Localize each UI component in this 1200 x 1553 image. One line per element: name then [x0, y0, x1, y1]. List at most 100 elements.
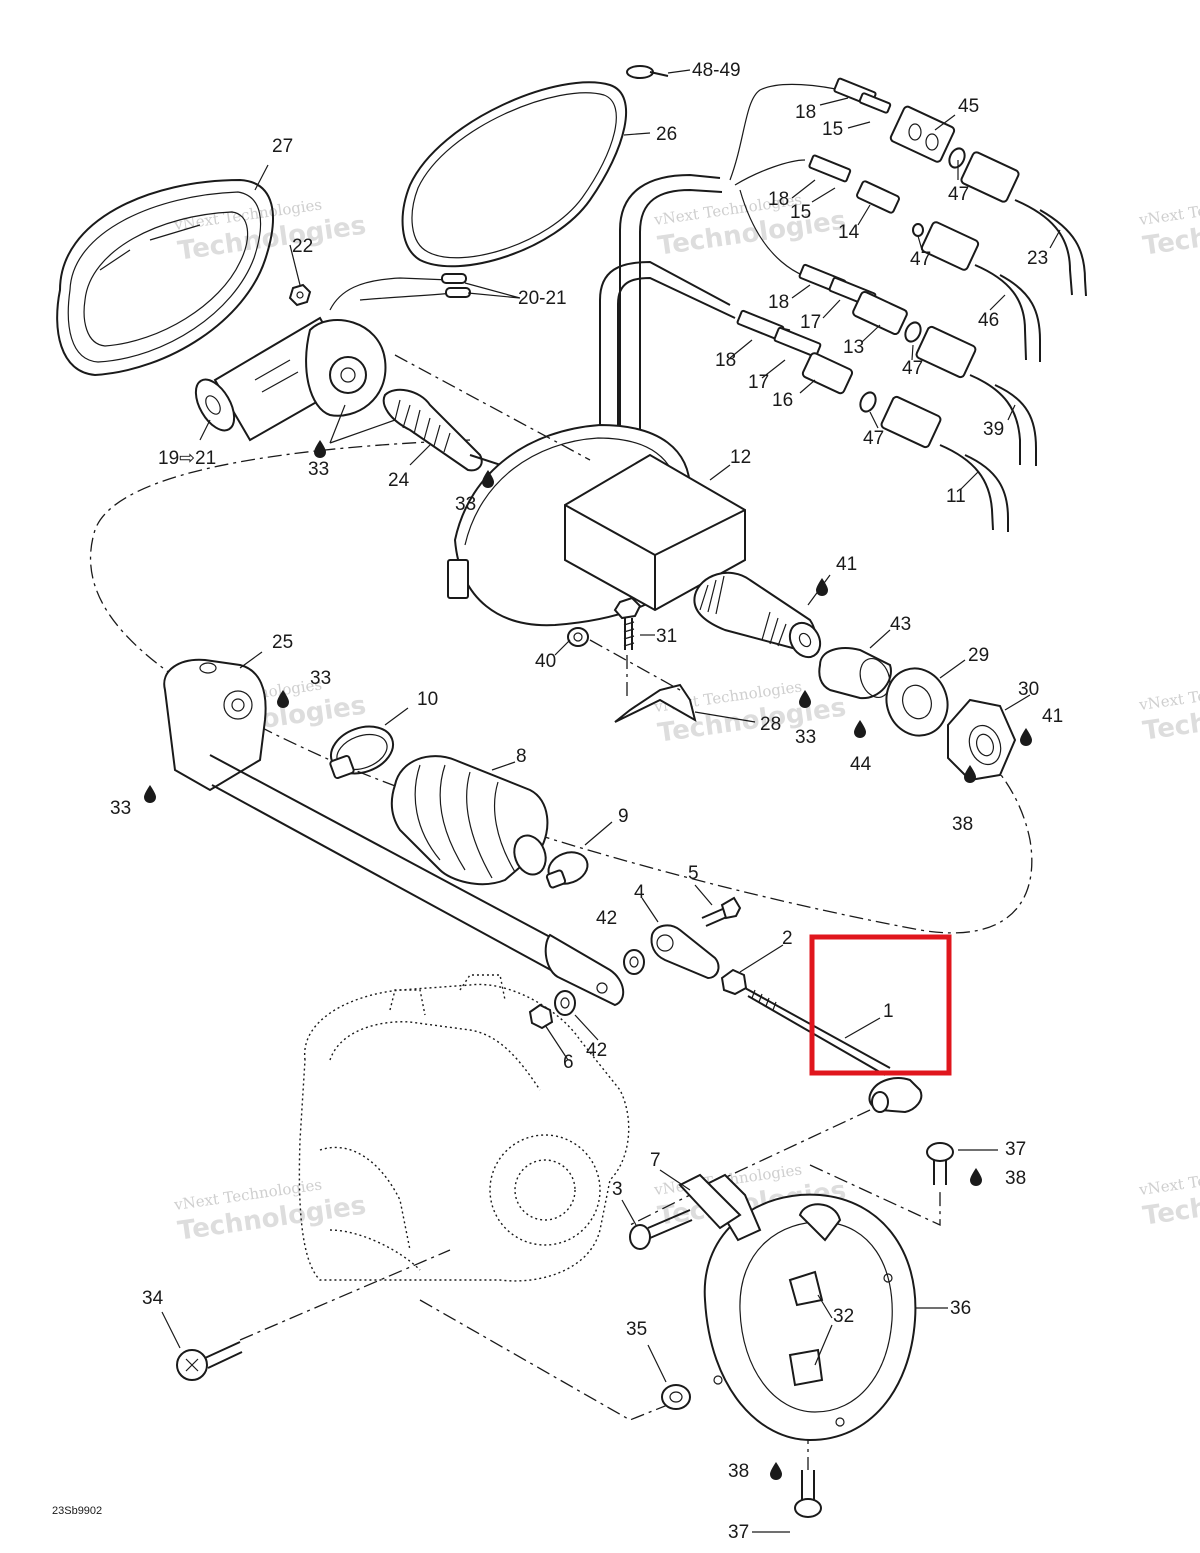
oil-drop-icon: [770, 1462, 782, 1480]
callout-30: 30: [1018, 679, 1039, 700]
connector-part-14: [856, 180, 900, 214]
callout-41: 41: [836, 554, 857, 575]
callout-38: 38: [952, 814, 973, 835]
bolt-part-34: [176, 1341, 243, 1381]
callout-16: 16: [772, 390, 793, 411]
callout-24: 24: [388, 470, 410, 491]
jet-pump-housing-dotted: [298, 974, 630, 1282]
callout-33: 33: [795, 727, 816, 748]
watermark-text: vNext Technologies: [1137, 1160, 1200, 1199]
callout-46: 46: [978, 310, 999, 331]
seal-part-47: [859, 147, 966, 413]
oil-drop-icon: [277, 690, 289, 708]
grommet-part-35: [661, 1384, 691, 1410]
nut-part-6: [528, 1003, 554, 1030]
connector-part-18-17-13: [798, 263, 908, 336]
callout-23: 23: [1027, 248, 1048, 269]
callout-44: 44: [850, 754, 872, 775]
leader-dash: [419, 1299, 681, 1421]
callout-37: 37: [1005, 1139, 1026, 1160]
callout-25: 25: [272, 632, 293, 653]
callout-34: 34: [142, 1288, 164, 1309]
callout-33: 33: [310, 668, 331, 689]
callout-38: 38: [1005, 1168, 1026, 1189]
bracket-part-7: [678, 1173, 742, 1230]
leader-dash: [394, 354, 591, 461]
connector-part-18-17-16: [736, 309, 854, 395]
housing-part-12: [447, 423, 822, 659]
oil-drop-icon: [816, 578, 828, 596]
sleeve-part-43: [818, 647, 892, 700]
clamp-part-9: [545, 851, 589, 889]
connector-part-11-end: [880, 395, 1009, 532]
callout-12: 12: [730, 447, 751, 468]
worm-gear-part-24: [382, 388, 511, 472]
oil-drop-icon: [314, 440, 326, 458]
callout-41: 41: [1042, 706, 1063, 727]
wire-terminal: [445, 287, 471, 298]
callout-37: 37: [728, 1522, 749, 1543]
callout-13: 13: [843, 337, 864, 358]
callout-8: 8: [516, 746, 527, 767]
callout-39: 39: [983, 419, 1004, 440]
grommet-part-40: [567, 627, 589, 647]
leader-dash: [239, 1249, 451, 1341]
rod-part-1: [744, 987, 891, 1076]
oil-drop-icon: [144, 785, 156, 803]
belt-part-26: [401, 81, 628, 268]
nut-part-22: [288, 283, 312, 307]
watermark-text: vNext Technologies: [1137, 675, 1200, 714]
callout-7: 7: [650, 1150, 661, 1171]
callout-10: 10: [417, 689, 438, 710]
leader-dash: [809, 1164, 941, 1227]
nut-part-30: [947, 698, 1017, 782]
callout-22: 22: [292, 236, 313, 257]
wire-harness: [599, 83, 851, 490]
callout-47: 47: [902, 358, 923, 379]
callout-33: 33: [110, 798, 131, 819]
wire-part-20-21: [329, 277, 456, 311]
callout-1: 1: [883, 1001, 894, 1022]
oil-drop-icon: [854, 720, 866, 738]
connector-part-45: [889, 105, 956, 163]
callout-18: 18: [795, 102, 816, 123]
washer-part-29: [885, 667, 949, 737]
callout-18: 18: [715, 350, 736, 371]
callout-48-49: 48-49: [692, 60, 741, 81]
connector-part-39-end: [915, 325, 1037, 466]
watermark-text: vNext Technologies: [1137, 190, 1200, 229]
oil-drop-icon: [1020, 728, 1032, 746]
shaft: [209, 754, 625, 1007]
callout-14: 14: [838, 222, 860, 243]
connector-part-46-end: [920, 221, 1041, 362]
callout-31: 31: [656, 626, 677, 647]
callout-labels: 48-49 26 18 15 45 27 18 15 47 14 47 23 2…: [110, 60, 1063, 1543]
connector-part-18-15-top: [833, 77, 892, 114]
cover-part-27: [56, 178, 274, 377]
callout-32: 32: [833, 1306, 854, 1327]
nozzle-part-36: [703, 1173, 917, 1442]
callout-6: 6: [563, 1052, 574, 1073]
callout-3: 3: [612, 1179, 623, 1200]
callout-28: 28: [760, 714, 781, 735]
oil-drop-icon: [799, 690, 811, 708]
bolt-part-31: [613, 596, 642, 650]
callout-40: 40: [535, 651, 556, 672]
washer-part-42: [554, 949, 645, 1016]
bracket-part-28: [614, 655, 697, 723]
callout-2: 2: [782, 928, 793, 949]
bolt-part-37-bottom: [794, 1470, 822, 1518]
screw-part-3: [629, 1209, 693, 1250]
callout-26: 26: [656, 124, 677, 145]
leader-dash: [589, 639, 681, 691]
oil-drop-icon: [970, 1168, 982, 1186]
callout-15: 15: [822, 119, 843, 140]
callout-42: 42: [596, 908, 617, 929]
drawing-number: 23Sb9902: [52, 1505, 102, 1517]
lever-part-4: [650, 924, 720, 980]
callout-35: 35: [626, 1319, 647, 1340]
nut-part-2: [720, 968, 748, 996]
callout-47: 47: [910, 249, 931, 270]
callout-17: 17: [748, 372, 769, 393]
